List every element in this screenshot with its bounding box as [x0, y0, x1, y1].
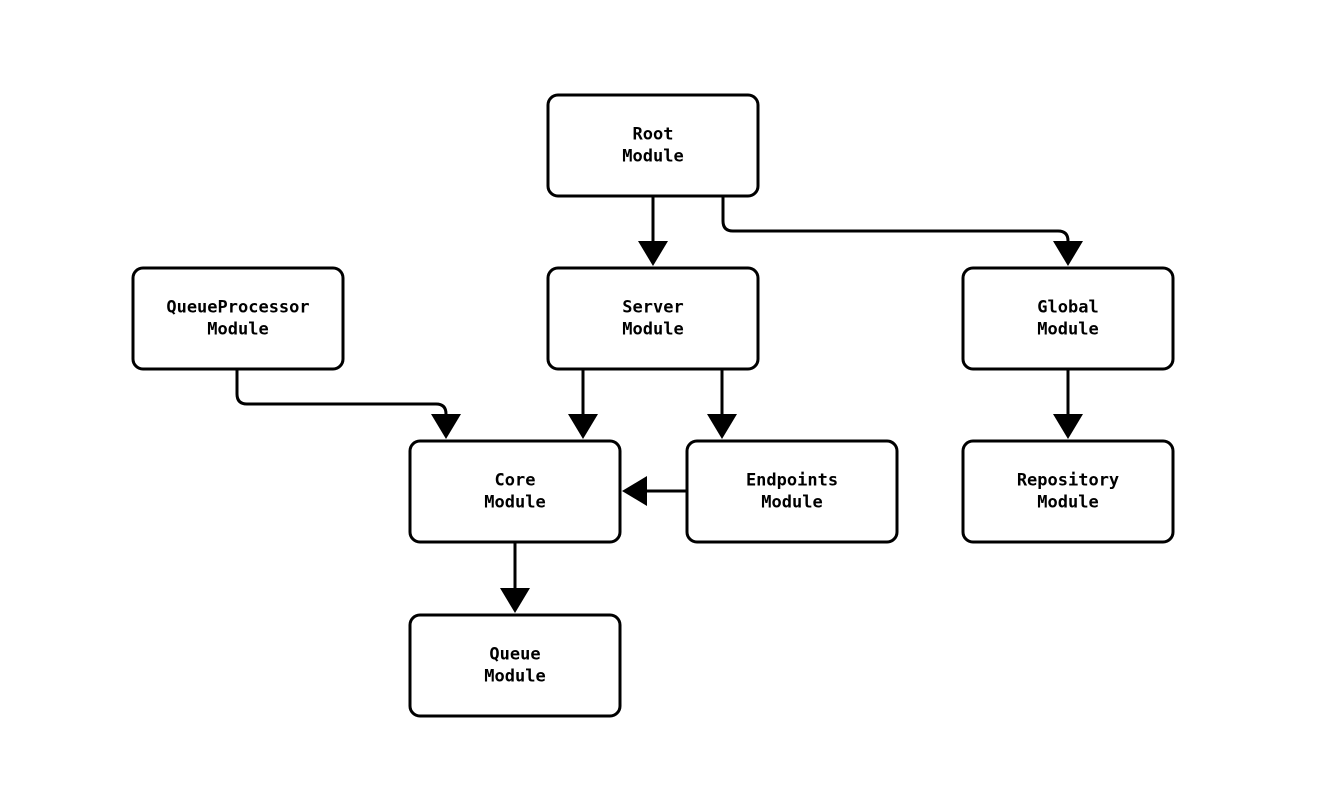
node-label-queue-line2: Module	[484, 667, 545, 687]
node-box-server[interactable]	[546, 266, 760, 371]
arrowheads-layer	[431, 241, 1083, 613]
node-box-repository[interactable]	[961, 439, 1175, 544]
node-label-queueprocessor-line1: QueueProcessor	[166, 298, 309, 318]
node-label-root-line2: Module	[622, 147, 683, 167]
node-label-queueprocessor-line2: Module	[207, 320, 268, 340]
arrowhead-icon-global-to-repository	[1053, 414, 1083, 439]
edge-queueprocessor-to-core	[235, 369, 448, 416]
node-label-core-line2: Module	[484, 493, 545, 513]
node-box-root[interactable]	[546, 93, 760, 198]
edge-root-to-global	[721, 196, 1070, 243]
node-label-global-line1: Global	[1037, 298, 1098, 318]
arrowhead-icon-root-to-server	[638, 241, 668, 266]
node-box-queue[interactable]	[408, 613, 622, 718]
node-label-repository-line2: Module	[1037, 493, 1098, 513]
node-label-root-line1: Root	[633, 125, 674, 145]
node-box-global[interactable]	[961, 266, 1175, 371]
node-label-server-line2: Module	[622, 320, 683, 340]
node-label-endpoints-line1: Endpoints	[746, 471, 838, 491]
arrowhead-icon-server-to-endpoints	[707, 414, 737, 439]
node-box-core[interactable]	[408, 439, 622, 544]
node-box-queueprocessor[interactable]	[131, 266, 345, 371]
node-label-endpoints-line2: Module	[761, 493, 822, 513]
arrowhead-icon-core-to-queue	[500, 588, 530, 613]
arrowhead-icon-root-to-global	[1053, 241, 1083, 266]
node-label-repository-line1: Repository	[1017, 471, 1119, 491]
node-label-server-line1: Server	[622, 298, 683, 318]
node-label-core-line1: Core	[495, 471, 536, 491]
node-label-queue-line1: Queue	[489, 645, 540, 665]
node-box-endpoints[interactable]	[685, 439, 899, 544]
node-label-global-line2: Module	[1037, 320, 1098, 340]
arrowhead-icon-server-to-core	[568, 414, 598, 439]
edges-layer	[235, 196, 1070, 590]
arrowhead-icon-queueprocessor-to-core	[431, 414, 461, 439]
nodes-layer: RootModuleQueueProcessorModuleServerModu…	[131, 93, 1175, 718]
arrowhead-icon-endpoints-to-core	[622, 476, 647, 506]
